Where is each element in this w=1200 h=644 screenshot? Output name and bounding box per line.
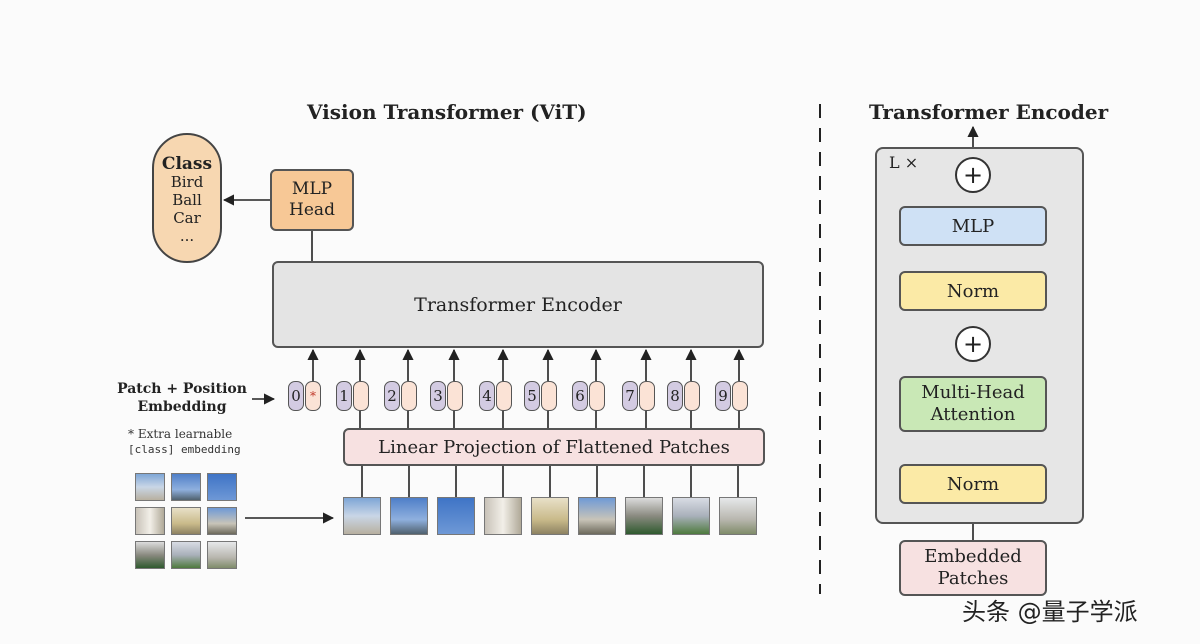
- patch-token: [401, 381, 417, 411]
- multi-head-attention-block: Multi-Head Attention: [899, 376, 1047, 432]
- norm-label: Norm: [946, 280, 1000, 302]
- mlp-head-line: Head: [289, 200, 335, 220]
- patch-token: [639, 381, 655, 411]
- flattened-patch: [484, 497, 522, 535]
- norm-block-bottom: Norm: [899, 464, 1047, 504]
- image-patch-thumb: [135, 507, 165, 535]
- transformer-encoder-block: Transformer Encoder: [272, 261, 764, 348]
- image-patch-thumb: [135, 541, 165, 569]
- patch-token: [541, 381, 557, 411]
- flattened-patch: [625, 497, 663, 535]
- linear-projection-block: Linear Projection of Flattened Patches: [343, 428, 765, 466]
- image-patch-thumb: [171, 473, 201, 501]
- position-token-8: 8: [667, 381, 683, 411]
- class-heading: Class: [161, 154, 213, 174]
- patch-token: [684, 381, 700, 411]
- patch-token: [589, 381, 605, 411]
- position-token-7: 7: [622, 381, 638, 411]
- embedded-patches-line: Patches: [937, 568, 1009, 589]
- class-token: *: [305, 381, 321, 411]
- flattened-patch: [343, 497, 381, 535]
- class-output: Class Bird Ball Car ...: [152, 133, 222, 263]
- flattened-patch: [390, 497, 428, 535]
- flattened-patch: [719, 497, 757, 535]
- linear-projection-label: Linear Projection of Flattened Patches: [378, 436, 730, 458]
- image-patch-thumb: [135, 473, 165, 501]
- position-token-9: 9: [715, 381, 731, 411]
- mha-label-line: Multi-Head: [921, 382, 1025, 403]
- image-patch-thumb: [171, 541, 201, 569]
- patch-token: [732, 381, 748, 411]
- class-embedding-note: * Extra learnable [class] embedding: [128, 426, 258, 458]
- flattened-patch: [578, 497, 616, 535]
- image-patch-thumb: [171, 507, 201, 535]
- patch-token: [353, 381, 369, 411]
- position-token-0: 0: [288, 381, 304, 411]
- position-token-1: 1: [336, 381, 352, 411]
- image-patch-thumb: [207, 473, 237, 501]
- embedded-patches-block: Embedded Patches: [899, 540, 1047, 596]
- flattened-patch: [437, 497, 475, 535]
- patch-token: [496, 381, 512, 411]
- position-token-4: 4: [479, 381, 495, 411]
- residual-add-top: +: [955, 157, 991, 193]
- note-line: [class] embedding: [128, 443, 241, 456]
- embedding-label-line: Patch + Position: [117, 381, 247, 397]
- image-patch-thumb: [207, 541, 237, 569]
- norm-label: Norm: [946, 473, 1000, 495]
- transformer-encoder-label: Transformer Encoder: [414, 293, 622, 316]
- encoder-title: Transformer Encoder: [869, 100, 1109, 124]
- embedded-patches-line: Embedded: [924, 546, 1022, 567]
- flattened-patch: [672, 497, 710, 535]
- position-token-6: 6: [572, 381, 588, 411]
- mlp-head-block: MLP Head: [270, 169, 354, 231]
- vit-title: Vision Transformer (ViT): [307, 100, 587, 124]
- mlp-head-line: MLP: [291, 179, 333, 199]
- class-item: ...: [179, 227, 195, 245]
- position-token-3: 3: [430, 381, 446, 411]
- watermark: 头条 @量子学派: [962, 598, 1138, 626]
- mlp-label: MLP: [951, 215, 995, 237]
- image-patch-thumb: [207, 507, 237, 535]
- class-item: Car: [173, 209, 201, 227]
- patch-position-embedding-label: Patch + Position Embedding: [112, 380, 252, 416]
- class-item: Bird: [170, 173, 204, 191]
- residual-add-bottom: +: [955, 326, 991, 362]
- norm-block-top: Norm: [899, 271, 1047, 311]
- patch-token: [447, 381, 463, 411]
- class-item: Ball: [172, 191, 202, 209]
- mha-label-line: Attention: [930, 404, 1016, 425]
- mlp-block: MLP: [899, 206, 1047, 246]
- position-token-2: 2: [384, 381, 400, 411]
- repeat-label: L ×: [889, 153, 919, 172]
- position-token-5: 5: [524, 381, 540, 411]
- embedding-label-line: Embedding: [137, 399, 227, 415]
- flattened-patch: [531, 497, 569, 535]
- note-line: * Extra learnable: [128, 427, 233, 441]
